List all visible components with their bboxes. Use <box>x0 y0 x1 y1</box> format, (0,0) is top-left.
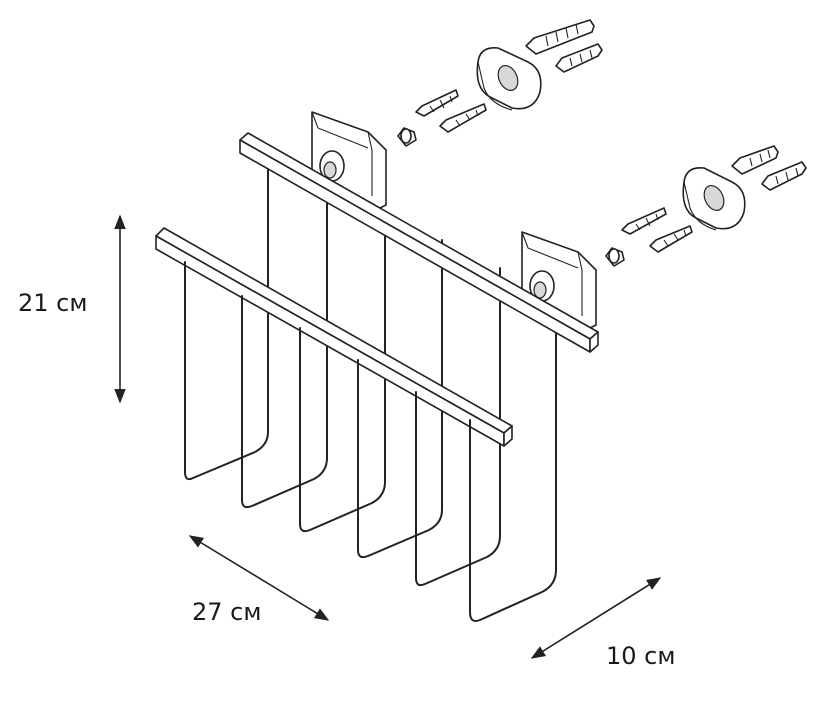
back-bar <box>239 132 599 353</box>
dimension-height: 21 см <box>18 214 126 404</box>
hardware-upper <box>397 19 603 147</box>
front-wire-drops <box>184 261 471 453</box>
depth-label: 10 см <box>606 642 675 670</box>
height-label: 21 см <box>18 289 87 317</box>
back-wire-loops <box>184 162 557 622</box>
dimension-depth: 10 см <box>530 577 675 670</box>
dimension-width: 27 см <box>188 535 330 626</box>
hardware-lower <box>605 145 807 267</box>
width-label: 27 см <box>192 598 261 626</box>
